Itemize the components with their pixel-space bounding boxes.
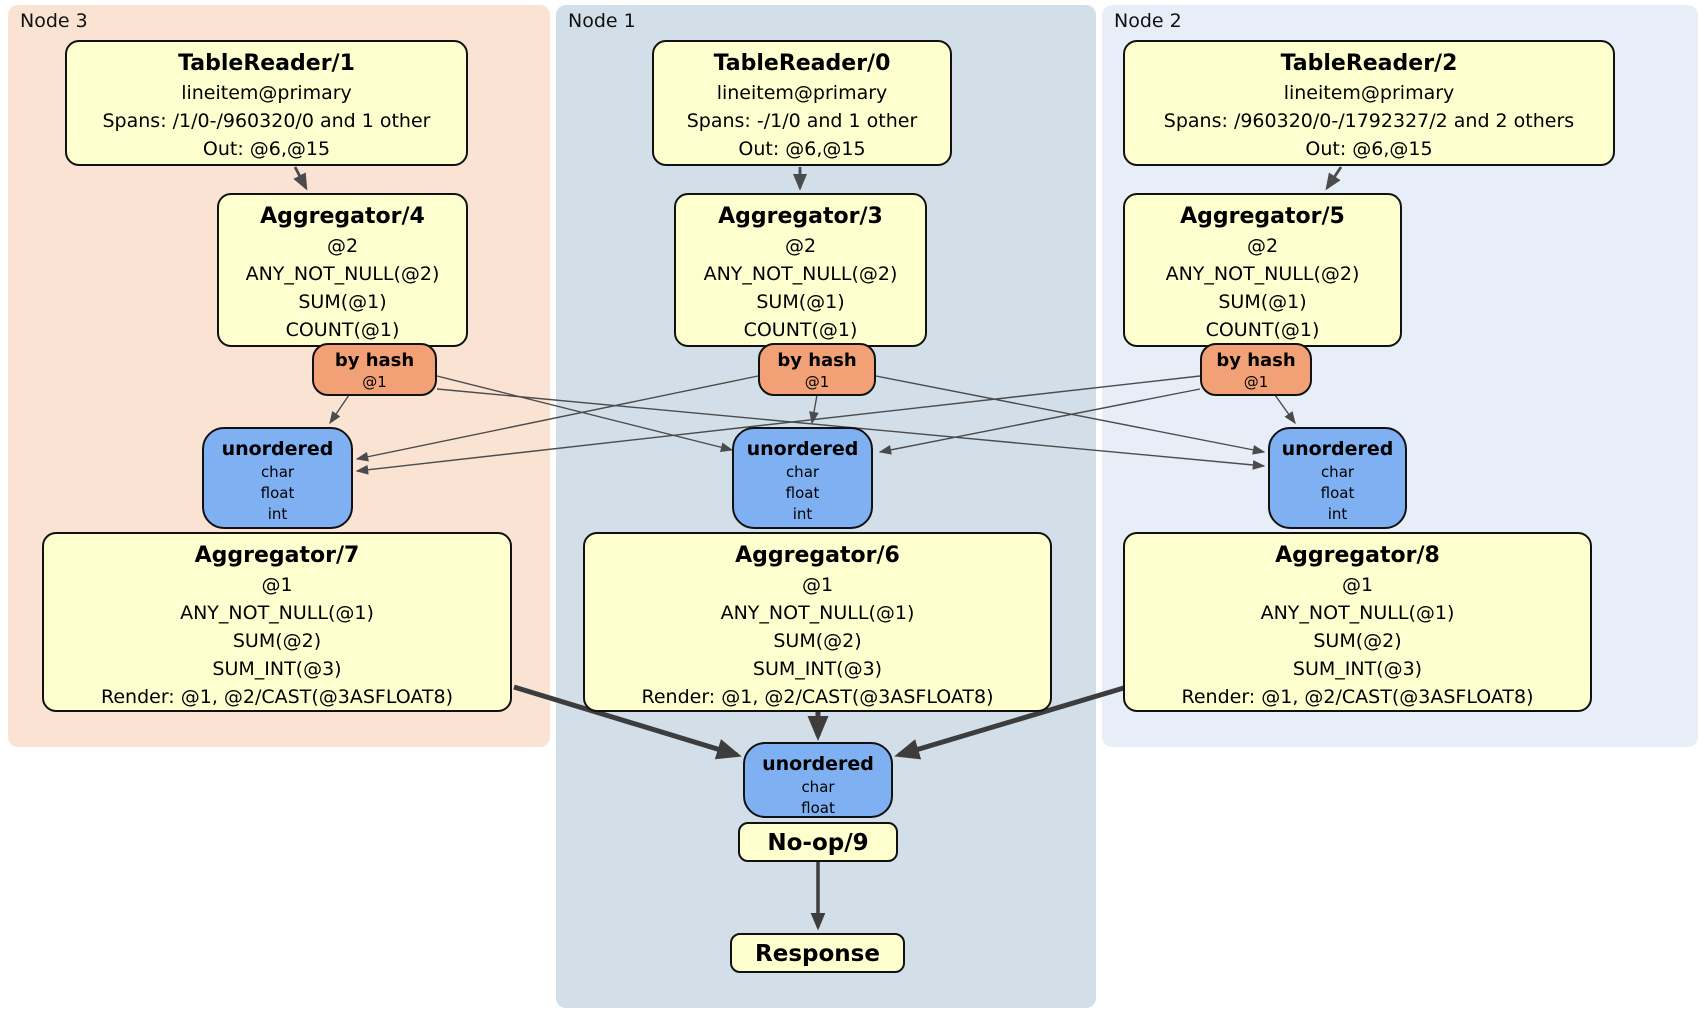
box-title: TableReader/0 — [713, 51, 891, 76]
box-line: SUM_INT(@3) — [212, 658, 342, 680]
box-line: COUNT(@1) — [1205, 319, 1320, 341]
processor-tablereader-2: TableReader/2 lineitem@primary Spans: /9… — [1123, 40, 1615, 166]
processor-aggregator-4: Aggregator/4 @2 ANY_NOT_NULL(@2) SUM(@1)… — [217, 193, 468, 347]
box-line: ANY_NOT_NULL(@1) — [720, 602, 915, 624]
box-line: @1 — [801, 574, 834, 596]
box-title: Aggregator/8 — [1275, 543, 1440, 568]
box-line: Render: @1, @2/CAST(@3ASFLOAT8) — [1181, 686, 1534, 708]
box-title: Aggregator/6 — [735, 543, 900, 568]
box-line: @1 — [261, 574, 293, 596]
box-line: COUNT(@1) — [743, 319, 858, 341]
box-line: Spans: /1/0-/960320/0 and 1 other — [102, 110, 431, 132]
panel-label-node-3: Node 3 — [20, 10, 88, 32]
processor-tablereader-0: TableReader/0 lineitem@primary Spans: -/… — [652, 40, 952, 166]
processor-tablereader-1: TableReader/1 lineitem@primary Spans: /1… — [65, 40, 468, 166]
box-line: ANY_NOT_NULL(@1) — [1260, 602, 1455, 624]
box-title: unordered — [762, 753, 874, 775]
processor-response: Response — [730, 933, 905, 973]
sync-unordered-node1: unordered char float int — [732, 427, 873, 529]
box-line: ANY_NOT_NULL(@2) — [1165, 263, 1360, 285]
box-title: by hash — [777, 350, 857, 371]
box-line: char — [801, 778, 835, 796]
box-line: Render: @1, @2/CAST(@3ASFLOAT8) — [641, 686, 994, 708]
box-line: float — [260, 484, 295, 502]
panel-label-node-1: Node 1 — [568, 10, 636, 32]
box-title: by hash — [334, 350, 415, 371]
box-line: int — [1327, 505, 1348, 523]
box-line: @2 — [784, 235, 817, 257]
router-by-hash-node1: by hash @1 — [758, 343, 876, 396]
processor-aggregator-5: Aggregator/5 @2 ANY_NOT_NULL(@2) SUM(@1)… — [1123, 193, 1402, 347]
box-line: int — [267, 505, 288, 523]
box-line: @1 — [804, 373, 830, 391]
box-title: Response — [755, 941, 880, 967]
sync-unordered-final: unordered char float — [743, 742, 893, 818]
box-title: unordered — [746, 438, 859, 460]
box-line: ANY_NOT_NULL(@2) — [245, 263, 440, 285]
box-line: @1 — [1341, 574, 1374, 596]
box-title: Aggregator/4 — [260, 204, 425, 229]
box-line: float — [801, 799, 835, 817]
box-line: int — [792, 505, 813, 523]
box-line: lineitem@primary — [1283, 82, 1455, 104]
box-title: Aggregator/7 — [194, 543, 360, 568]
box-line: @2 — [1246, 235, 1279, 257]
box-line: Out: @6,@15 — [738, 138, 866, 160]
box-title: Aggregator/3 — [718, 204, 883, 229]
box-title: No-op/9 — [767, 830, 869, 856]
panel-label-node-2: Node 2 — [1114, 10, 1182, 32]
box-line: float — [1320, 484, 1355, 502]
box-line: Render: @1, @2/CAST(@3ASFLOAT8) — [101, 686, 453, 708]
box-line: @1 — [1243, 373, 1269, 391]
box-line: Spans: /960320/0-/1792327/2 and 2 others — [1163, 110, 1575, 132]
processor-noop-9: No-op/9 — [738, 822, 898, 862]
processor-aggregator-6: Aggregator/6 @1 ANY_NOT_NULL(@1) SUM(@2)… — [583, 532, 1052, 712]
box-line: Out: @6,@15 — [1305, 138, 1433, 160]
box-line: ANY_NOT_NULL(@2) — [703, 263, 898, 285]
box-line: lineitem@primary — [181, 82, 352, 104]
box-title: Aggregator/5 — [1180, 204, 1345, 229]
box-title: unordered — [1281, 438, 1394, 460]
box-line: SUM_INT(@3) — [752, 658, 883, 680]
box-line: Spans: -/1/0 and 1 other — [686, 110, 918, 132]
box-line: ANY_NOT_NULL(@1) — [180, 602, 374, 624]
box-line: float — [785, 484, 820, 502]
processor-aggregator-7: Aggregator/7 @1 ANY_NOT_NULL(@1) SUM(@2)… — [42, 532, 512, 712]
box-line: @2 — [326, 235, 359, 257]
box-line: COUNT(@1) — [285, 319, 400, 341]
box-line: SUM(@1) — [298, 291, 387, 313]
sync-unordered-node2: unordered char float int — [1268, 427, 1407, 529]
box-line: Out: @6,@15 — [202, 138, 331, 160]
box-line: SUM_INT(@3) — [1292, 658, 1423, 680]
box-line: char — [260, 463, 295, 481]
box-line: @1 — [362, 373, 387, 391]
box-line: SUM(@1) — [1218, 291, 1307, 313]
box-line: SUM(@2) — [232, 630, 322, 652]
box-title: unordered — [221, 438, 334, 460]
box-title: by hash — [1216, 350, 1296, 371]
router-by-hash-node2: by hash @1 — [1200, 343, 1312, 396]
box-title: TableReader/2 — [1280, 51, 1458, 76]
box-title: TableReader/1 — [178, 51, 355, 76]
sync-unordered-node3: unordered char float int — [202, 427, 353, 529]
box-line: SUM(@2) — [773, 630, 862, 652]
box-line: SUM(@1) — [756, 291, 845, 313]
router-by-hash-node3: by hash @1 — [312, 343, 437, 396]
processor-aggregator-8: Aggregator/8 @1 ANY_NOT_NULL(@1) SUM(@2)… — [1123, 532, 1592, 712]
box-line: char — [785, 463, 820, 481]
box-line: lineitem@primary — [716, 82, 888, 104]
box-line: char — [1320, 463, 1355, 481]
box-line: SUM(@2) — [1313, 630, 1402, 652]
processor-aggregator-3: Aggregator/3 @2 ANY_NOT_NULL(@2) SUM(@1)… — [674, 193, 927, 347]
